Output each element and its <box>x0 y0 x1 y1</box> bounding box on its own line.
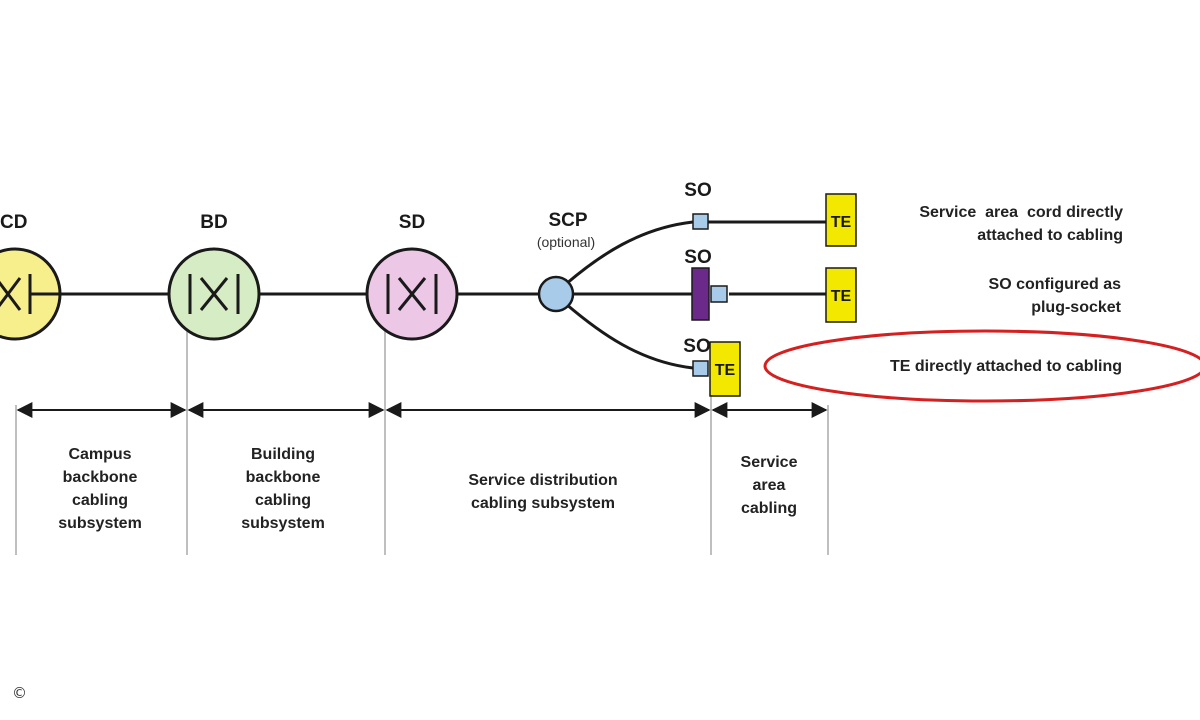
te-mid-box <box>825 267 857 323</box>
subsystem-service-area-line-1: Service <box>741 454 798 471</box>
so-mid-label: SO <box>684 247 711 268</box>
bd-distributor: BD <box>167 212 261 341</box>
note-mid-line-2: plug-socket <box>1031 299 1121 316</box>
cd-label: CD <box>0 212 27 233</box>
subsystem-service-area-line-2: area <box>753 477 786 494</box>
subsystem-building-line-2: backbone <box>246 469 321 486</box>
so-mid: SO <box>684 247 728 321</box>
scp-optional-note: (optional) <box>537 234 595 250</box>
fanout-cables <box>565 220 826 370</box>
subsystem-building-line-3: cabling <box>255 492 311 509</box>
cable-to-so-top <box>565 220 694 286</box>
so-top-outlet <box>692 213 709 230</box>
subsystem-service-distribution: Service distribution cabling subsystem <box>468 472 617 512</box>
so-bottom-outlet <box>692 360 709 377</box>
te-mid-label: TE <box>831 288 852 305</box>
te-top-label: TE <box>831 214 852 231</box>
subsystem-campus-line-3: cabling <box>72 492 128 509</box>
te-top: TE <box>825 193 857 247</box>
scp-label: SCP <box>548 210 587 231</box>
plug-socket-block <box>691 267 710 321</box>
sd-label: SD <box>399 212 425 233</box>
cable-to-so-bottom <box>565 302 694 370</box>
te-bottom: TE <box>709 341 741 397</box>
subsystem-campus-line-4: subsystem <box>58 515 142 532</box>
subsystem-campus-line-2: backbone <box>63 469 138 486</box>
scp-node: SCP (optional) <box>537 210 595 313</box>
boundary-lines <box>15 305 829 555</box>
subsystem-building-line-4: subsystem <box>241 515 325 532</box>
subsystem-building: Building backbone cabling subsystem <box>241 446 325 532</box>
subsystem-service-area: Service area cabling <box>741 454 798 517</box>
te-mid: TE <box>825 267 857 323</box>
te-top-box <box>825 193 857 247</box>
so-top: SO <box>684 180 712 230</box>
bd-label: BD <box>200 212 227 233</box>
note-bottom: TE directly attached to cabling <box>763 329 1200 403</box>
note-mid-line-1: SO configured as <box>989 276 1122 293</box>
sd-distributor: SD <box>365 212 459 341</box>
subsystem-service-distribution-line-1: Service distribution <box>468 472 617 489</box>
subsystem-campus-line-1: Campus <box>68 446 131 463</box>
subsystem-building-line-1: Building <box>251 446 315 463</box>
cd-distributor: CD <box>0 212 62 341</box>
so-bottom-label: SO <box>683 336 710 357</box>
so-bottom: SO <box>683 336 711 377</box>
subsystem-campus: Campus backbone cabling subsystem <box>58 446 142 532</box>
so-top-label: SO <box>684 180 711 201</box>
subsystem-service-distribution-line-2: cabling subsystem <box>471 495 615 512</box>
note-top-line-1: Service area cord directly <box>919 204 1123 221</box>
note-mid: SO configured as plug-socket <box>989 276 1122 316</box>
note-bottom-line: TE directly attached to cabling <box>890 358 1122 375</box>
te-bottom-box <box>709 341 741 397</box>
so-mid-outlet <box>710 285 728 303</box>
highlight-ellipse <box>763 329 1200 403</box>
copyright-mark: © <box>12 684 27 702</box>
note-top: Service area cord directly attached to c… <box>919 204 1123 244</box>
te-bottom-label: TE <box>715 362 736 379</box>
subsystem-service-area-line-3: cabling <box>741 500 797 517</box>
scp-circle <box>537 275 575 313</box>
note-top-line-2: attached to cabling <box>977 227 1123 244</box>
